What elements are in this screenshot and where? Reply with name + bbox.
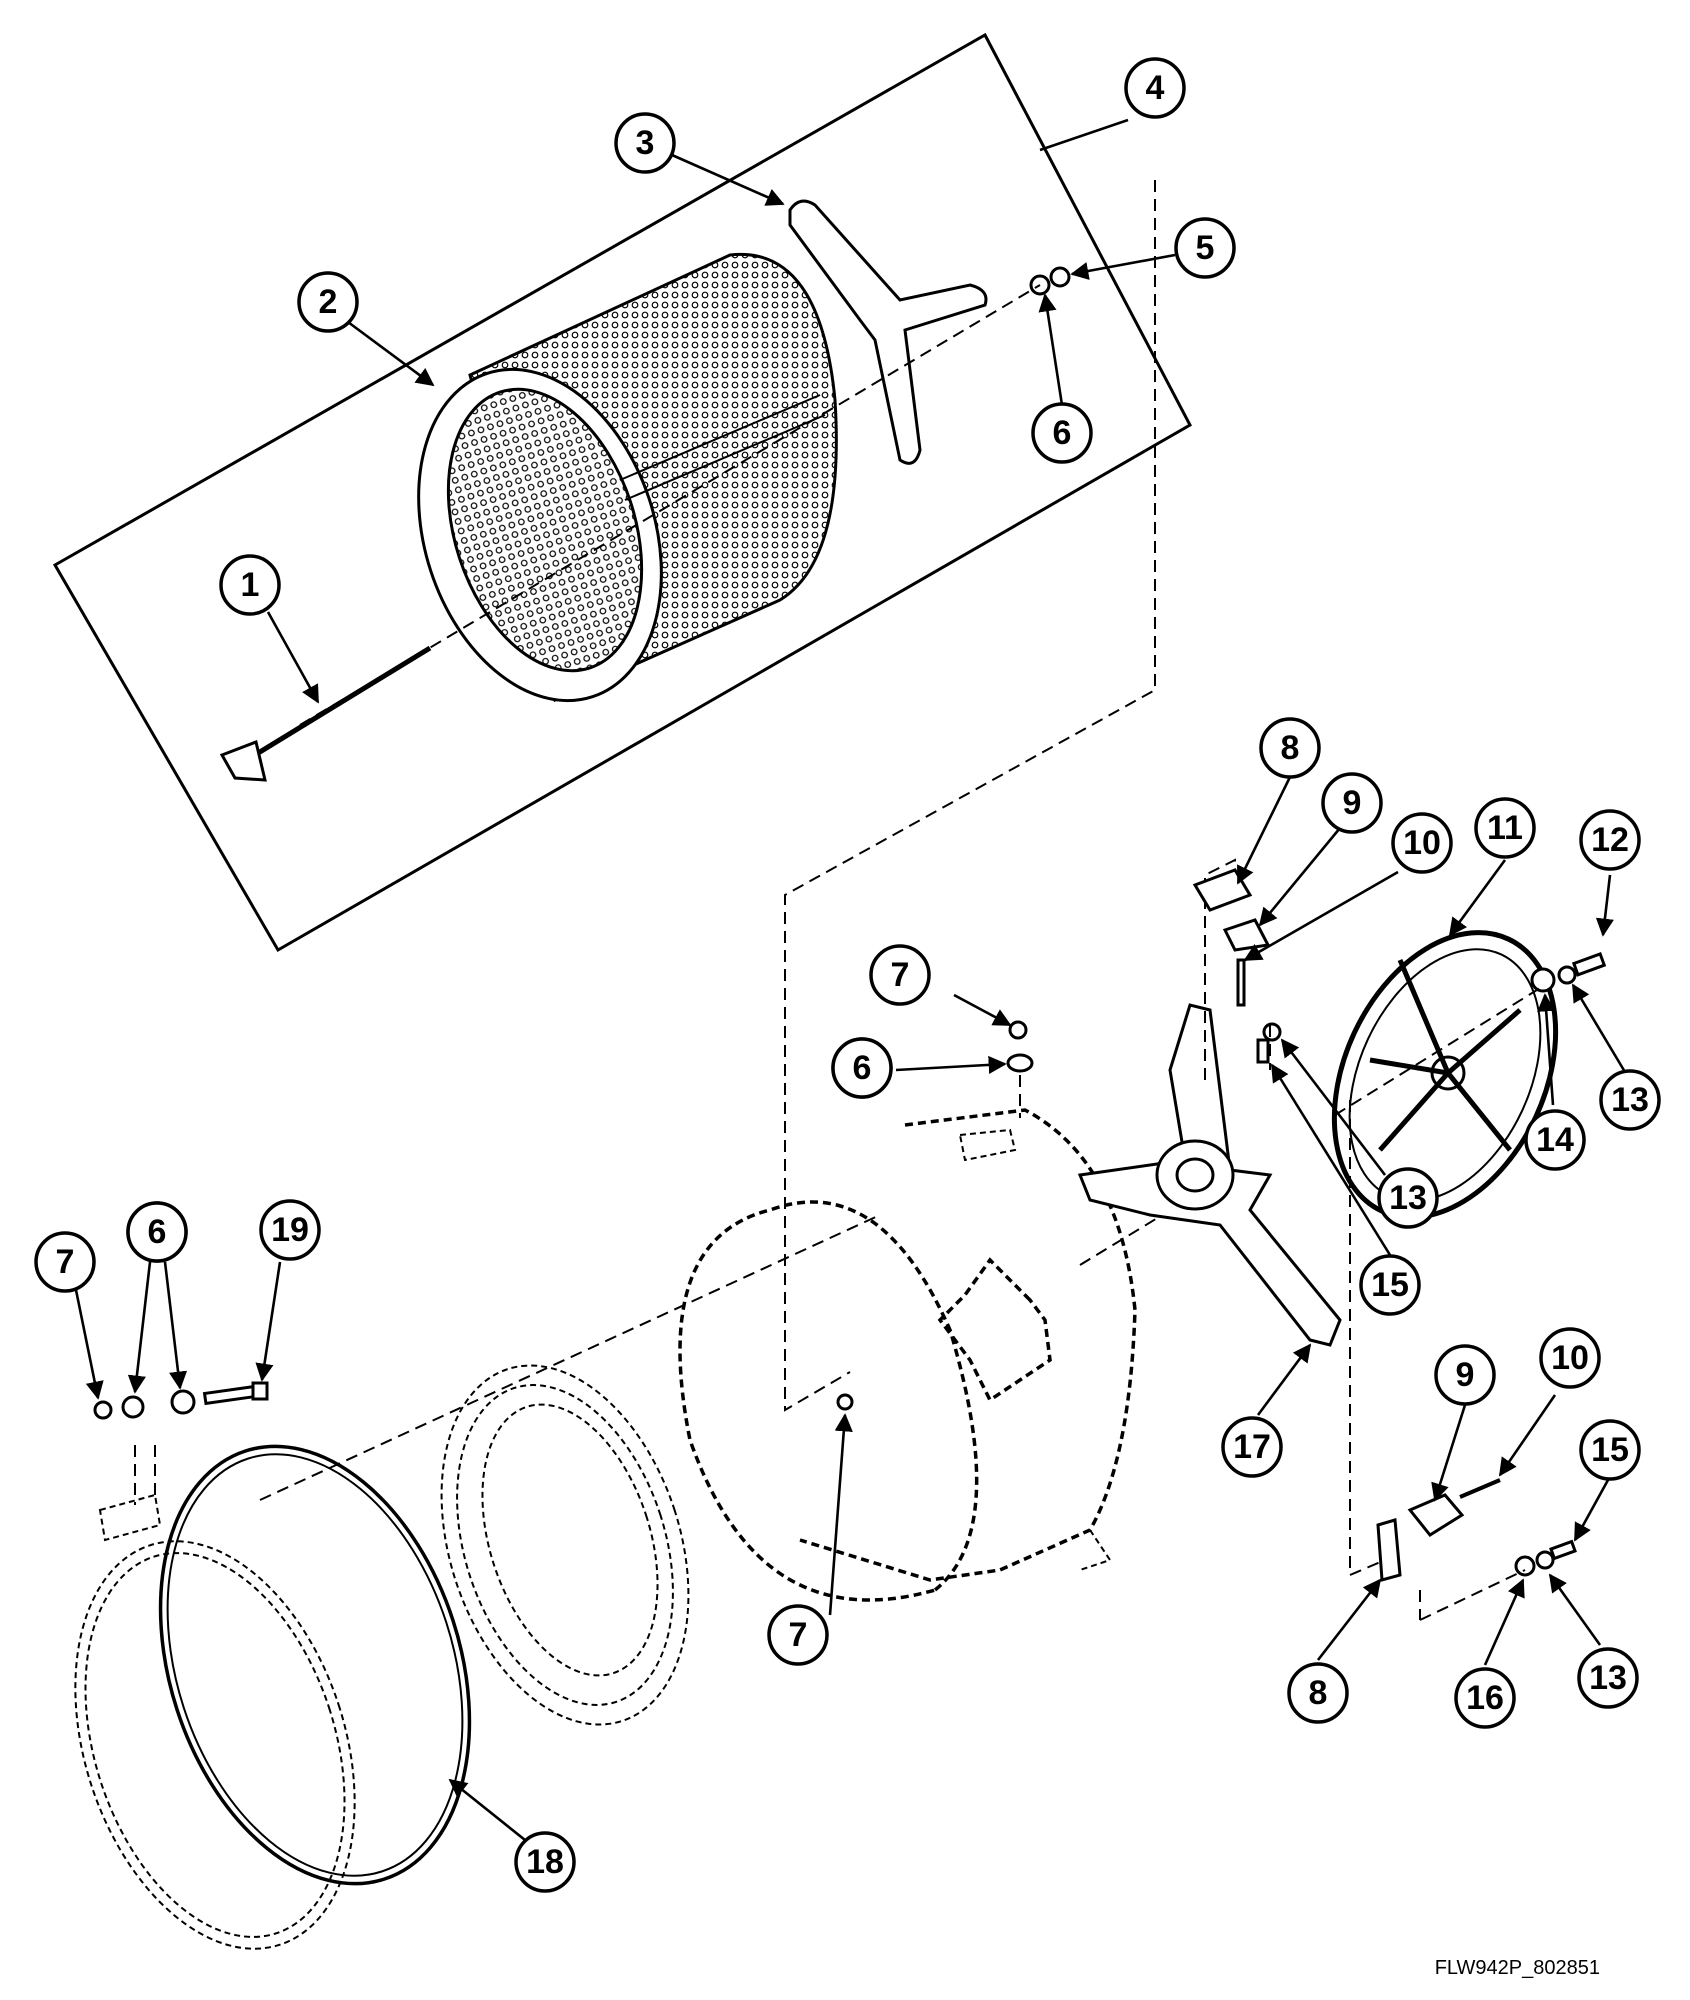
lower-clip bbox=[1407, 1493, 1465, 1537]
svg-text:10: 10 bbox=[1551, 1339, 1589, 1377]
upper-screw bbox=[1256, 1038, 1270, 1064]
svg-text:9: 9 bbox=[1343, 784, 1362, 822]
callout: 6 bbox=[126, 1201, 188, 1263]
svg-text:15: 15 bbox=[1371, 1266, 1409, 1304]
clamp-ring bbox=[158, 1444, 472, 1886]
callout: 7 bbox=[767, 1604, 829, 1666]
svg-text:6: 6 bbox=[853, 1049, 872, 1087]
svg-text:7: 7 bbox=[56, 1243, 75, 1281]
tub-top-nut bbox=[1008, 1020, 1028, 1040]
callout: 12 bbox=[1579, 809, 1641, 871]
upper-bracket bbox=[1192, 868, 1253, 912]
basket-spider bbox=[788, 199, 988, 465]
svg-text:8: 8 bbox=[1281, 729, 1300, 767]
figure-code: FLW942P_802851 bbox=[1434, 1957, 1600, 1979]
callout: 15 bbox=[1579, 1419, 1641, 1481]
lower-washer bbox=[1514, 1555, 1536, 1577]
callout: 5 bbox=[1174, 217, 1236, 279]
upper-sensor bbox=[1236, 958, 1246, 1007]
svg-text:6: 6 bbox=[148, 1213, 167, 1251]
svg-text:13: 13 bbox=[1611, 1081, 1649, 1119]
callout: 10 bbox=[1539, 1327, 1601, 1389]
callout: 6 bbox=[831, 1037, 893, 1099]
basket-bolt bbox=[219, 645, 432, 782]
callout: 15 bbox=[1359, 1254, 1421, 1316]
callout: 17 bbox=[1221, 1416, 1283, 1478]
callout: 7 bbox=[869, 944, 931, 1006]
leader-lines bbox=[74, 118, 1627, 1842]
svg-text:4: 4 bbox=[1146, 69, 1165, 107]
pulley-bolt bbox=[1571, 951, 1607, 977]
svg-text:3: 3 bbox=[636, 124, 655, 162]
callout: 16 bbox=[1454, 1667, 1516, 1729]
lower-star-washer bbox=[1535, 1550, 1555, 1570]
svg-text:13: 13 bbox=[1389, 1179, 1427, 1217]
svg-text:1: 1 bbox=[241, 566, 260, 604]
wash-basket bbox=[417, 252, 838, 703]
callout: 18 bbox=[514, 1831, 576, 1893]
clamp-hardware bbox=[93, 1381, 269, 1420]
door-gasket bbox=[440, 1364, 690, 1726]
svg-text:12: 12 bbox=[1591, 821, 1629, 859]
svg-text:13: 13 bbox=[1589, 1659, 1627, 1697]
tub-nut bbox=[836, 1393, 854, 1411]
callout: 19 bbox=[259, 1199, 321, 1261]
svg-text:7: 7 bbox=[891, 956, 910, 994]
callout: 13 bbox=[1599, 1069, 1661, 1131]
svg-text:14: 14 bbox=[1536, 1121, 1574, 1159]
svg-text:17: 17 bbox=[1233, 1428, 1271, 1466]
svg-text:6: 6 bbox=[1053, 414, 1072, 452]
svg-text:16: 16 bbox=[1466, 1679, 1504, 1717]
upper-star-washer bbox=[1262, 1022, 1282, 1042]
callout: 10 bbox=[1391, 812, 1453, 874]
callout: 8 bbox=[1287, 1662, 1349, 1724]
svg-text:9: 9 bbox=[1456, 1356, 1475, 1394]
lower-screw bbox=[1549, 1539, 1577, 1561]
svg-text:2: 2 bbox=[319, 283, 338, 321]
svg-text:18: 18 bbox=[526, 1843, 564, 1881]
callout: 13 bbox=[1377, 1167, 1439, 1229]
pulley-washer bbox=[1530, 967, 1556, 993]
svg-text:19: 19 bbox=[271, 1211, 309, 1249]
callout: 14 bbox=[1524, 1109, 1586, 1171]
upper-clip bbox=[1222, 918, 1271, 952]
callout: 7 bbox=[34, 1231, 96, 1293]
svg-text:5: 5 bbox=[1196, 229, 1215, 267]
lower-bracket bbox=[1376, 1518, 1402, 1582]
basket-assembly-frame bbox=[52, 32, 1192, 953]
callout: 6 bbox=[1031, 402, 1093, 464]
callout: 3 bbox=[614, 112, 676, 174]
callout: 2 bbox=[297, 271, 359, 333]
svg-text:15: 15 bbox=[1591, 1431, 1629, 1469]
callout: 9 bbox=[1321, 772, 1383, 834]
outer-tub bbox=[678, 1108, 1137, 1602]
drive-pulley bbox=[1331, 930, 1559, 1220]
svg-text:11: 11 bbox=[1487, 809, 1523, 847]
callout: 1 bbox=[219, 554, 281, 616]
tub-top-washer bbox=[1006, 1053, 1034, 1073]
basket-nut bbox=[1049, 266, 1071, 288]
callout: 4 bbox=[1124, 57, 1186, 119]
callout: 8 bbox=[1259, 717, 1321, 779]
callout: 13 bbox=[1577, 1647, 1639, 1709]
lower-sensor bbox=[1459, 1478, 1501, 1499]
callout: 11 bbox=[1474, 797, 1536, 859]
svg-text:8: 8 bbox=[1309, 1674, 1328, 1712]
svg-text:10: 10 bbox=[1403, 824, 1441, 862]
callout: 9 bbox=[1434, 1344, 1496, 1406]
clamp-band bbox=[74, 1493, 356, 1950]
pulley-lockwasher bbox=[1557, 965, 1577, 985]
svg-text:7: 7 bbox=[789, 1616, 808, 1654]
